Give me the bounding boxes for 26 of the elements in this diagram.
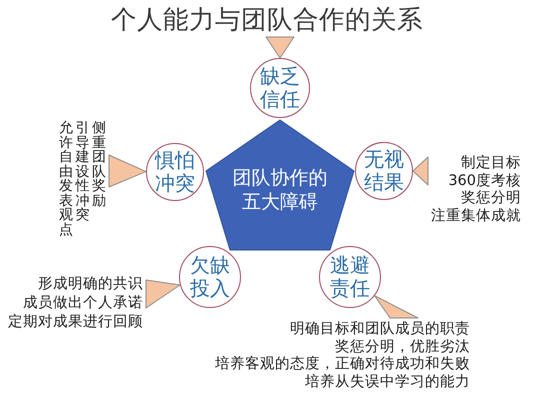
pointer-arrow: [108, 154, 146, 188]
pointer-arrow: [146, 280, 180, 308]
note-text: 形成明确的共识: [38, 274, 143, 294]
circle-node: 缺乏信任: [250, 58, 310, 118]
note-text: 定期对成果进行回顾: [8, 312, 143, 332]
pointer-arrow: [412, 156, 428, 186]
note-text: 侧重团队奖励: [92, 121, 106, 208]
note-text: 制定目标: [461, 155, 521, 172]
note-text: 奖惩分明，优胜劣汰: [335, 338, 470, 356]
pointer-arrow: [374, 295, 418, 318]
note-text: 引导建设性冲突: [76, 121, 90, 222]
circle-node: 惧怕冲突: [146, 143, 204, 201]
note-text: 培养客观的态度，正确对待成功和失败: [215, 356, 470, 374]
title: 个人能力与团队合作的关系: [111, 5, 423, 35]
pointer-arrow: [266, 36, 294, 58]
note-text: 360度考核: [448, 172, 521, 190]
circle-node: 无视结果: [355, 142, 413, 200]
note-text: 奖惩分明: [461, 190, 521, 208]
note-text: 培养从失误中学习的能力: [305, 374, 470, 392]
circle-node: 逃避责任: [319, 246, 381, 308]
note-text: 成员做出个人承诺: [23, 294, 143, 312]
note-text: 明确目标和团队成员的职责: [290, 321, 470, 339]
pentagon: 团队协作的五大障碍: [205, 119, 355, 251]
circle-node: 欠缺投入: [179, 246, 241, 308]
note-text: 允许自由发表观点: [59, 121, 73, 237]
note-text: 注重集体成就: [431, 208, 521, 225]
